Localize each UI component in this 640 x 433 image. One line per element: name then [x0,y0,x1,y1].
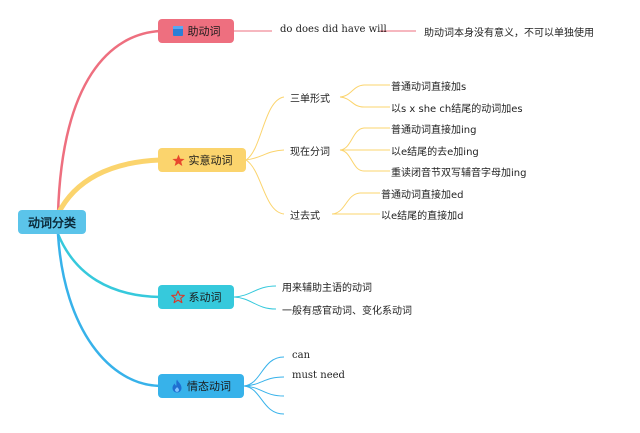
lexical-third-person[interactable]: 三单形式 [290,94,330,105]
rule-participle-drop-e[interactable]: 以e结尾的去e加ing [391,147,479,158]
connector-group-lexical [245,84,390,215]
lexical-present-participle[interactable]: 现在分词 [290,147,330,158]
red-star-icon [171,154,185,167]
connector-root-to-modal [56,233,161,388]
flame-icon [171,379,183,393]
connector-root-to-auxiliary [56,29,161,215]
rule-third-person-s[interactable]: 普通动词直接加s [391,82,467,93]
root-node[interactable]: 动词分类 [18,210,86,234]
branch-label-linking: 系动词 [188,291,222,304]
rule-participle-double[interactable]: 重读闭音节双写辅音字母加ing [391,168,527,179]
modal-verb-can[interactable]: can [292,350,311,361]
linking-verb-types[interactable]: 一般有感官动词、变化系动词 [282,306,412,317]
rule-participle-ing[interactable]: 普通动词直接加ing [391,125,477,136]
connector-root-to-linking [56,233,161,299]
lexical-past-tense[interactable]: 过去式 [290,211,320,222]
connector-root-to-lexical [55,157,161,216]
branch-label-auxiliary: 助动词 [187,25,221,38]
star-outline-icon [170,290,185,304]
branch-linking-verb[interactable]: 系动词 [158,285,234,309]
connector-group-linking [233,285,277,310]
auxiliary-verb-words[interactable]: do does did have will [280,24,387,35]
rule-third-person-es[interactable]: 以s x she ch结尾的动词加es [391,104,523,115]
rule-past-d[interactable]: 以e结尾的直接加d [381,211,464,222]
branch-lexical-verb[interactable]: 实意动词 [158,148,246,172]
linking-verb-definition[interactable]: 用来辅助主语的动词 [282,283,372,294]
branch-label-modal: 情态动词 [187,380,231,393]
connector-group-modal [243,356,285,415]
modal-verb-must-need[interactable]: must need [292,370,345,381]
auxiliary-verb-note[interactable]: 助动词本身没有意义，不可以单独使用 [424,28,594,39]
branch-auxiliary-verb[interactable]: 助动词 [158,19,234,43]
branch-modal-verb[interactable]: 情态动词 [158,374,244,398]
root-label: 动词分类 [27,215,76,230]
rule-past-ed[interactable]: 普通动词直接加ed [381,190,464,201]
branch-label-lexical: 实意动词 [188,154,233,167]
blue-square-icon [172,25,184,37]
